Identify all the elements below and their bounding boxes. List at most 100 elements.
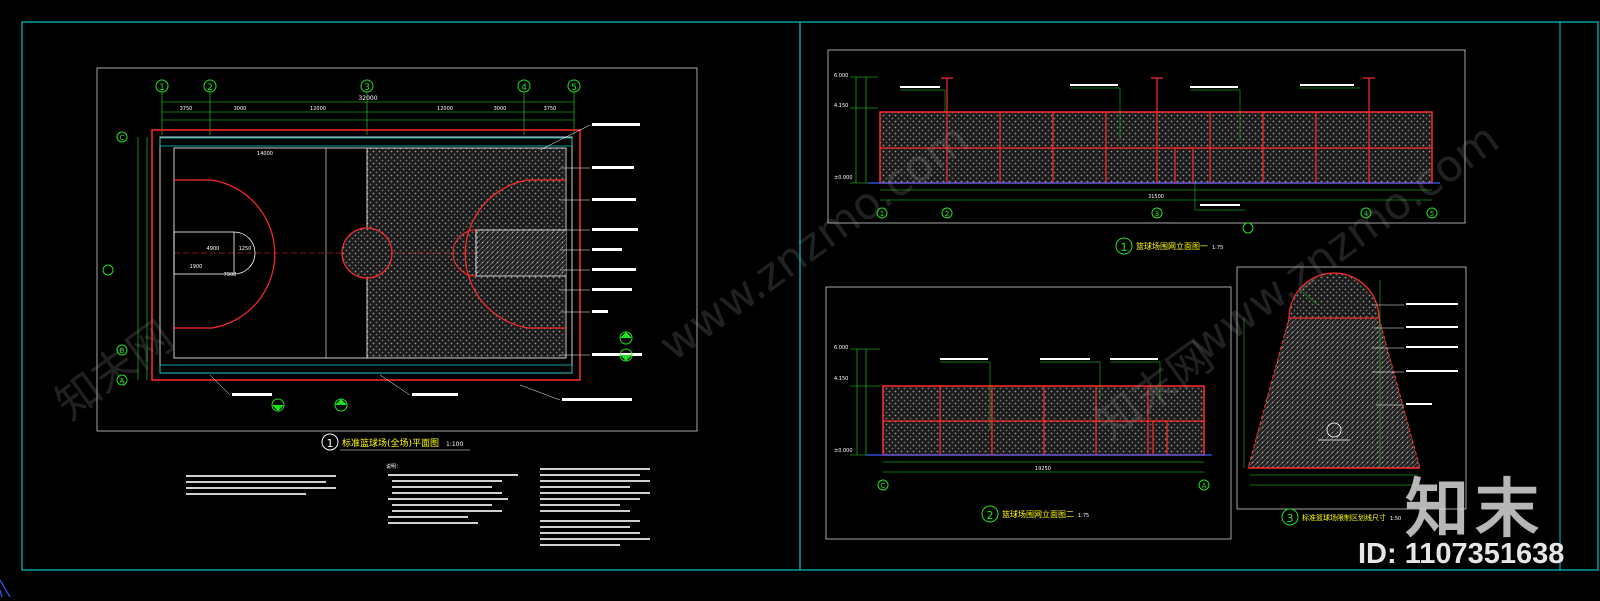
svg-text:1: 1 [1121,241,1128,254]
svg-text:1: 1 [327,437,334,450]
plan-scale: 1:100 [446,441,463,448]
axis-bubble-5: 5 [567,79,581,93]
center-circle [341,227,393,279]
svg-text:标准篮球场限制区划线尺寸: 标准篮球场限制区划线尺寸 [1302,513,1386,522]
svg-text:3000: 3000 [494,106,507,112]
svg-text:A: A [1202,482,1207,490]
svg-text:1:75: 1:75 [1078,513,1089,519]
plan-dimension-chain: 32000 3750 3000 12000 12000 3000 3750 [162,95,574,121]
brand-logo-text: 知末 [1405,473,1545,547]
elevation-1-dims [880,189,1432,201]
elevation-1-view: 6.000 4.150 ±0.000 [827,49,1466,255]
fence-posts-1 [880,77,1432,183]
svg-text:B: B [120,347,125,355]
svg-text:2: 2 [207,83,213,93]
svg-text:±0.000: ±0.000 [834,175,853,181]
svg-text:6.000: 6.000 [834,345,848,351]
ucs-icon [0,579,11,598]
total-dim-label: 32000 [358,95,377,102]
svg-text:C: C [120,134,125,142]
drain-channel-bottom [159,364,573,374]
svg-text:1900: 1900 [190,264,203,270]
axis-bubble-3: 3 [360,79,374,93]
detail-3-view: 3 标准篮球场限制区划线尺寸 1:50 [1236,266,1467,526]
three-point-line-right [464,179,566,329]
elevation-2-frame [825,286,1232,540]
svg-text:4: 4 [1364,210,1369,218]
fence-posts-2 [883,386,1204,455]
design-notes: 说明： [186,463,650,546]
svg-text:5: 5 [1430,210,1434,218]
svg-text:2: 2 [987,509,994,522]
svg-text:12000: 12000 [437,106,453,112]
plan-leader-callouts [209,124,591,401]
svg-text:3: 3 [1287,512,1294,525]
svg-text:12000: 12000 [310,106,326,112]
elevation-2-leaders [940,361,1161,430]
svg-text:14000: 14000 [257,151,273,157]
elevation-2-total-dim: 19250 [1035,466,1051,472]
elevation-1-frame [827,49,1466,224]
drain-channel-top [159,137,573,147]
plan-axis-bubbles: 1 2 3 4 5 [155,79,581,135]
svg-text:1:50: 1:50 [1390,516,1401,522]
svg-text:3750: 3750 [180,106,193,112]
svg-text:C: C [881,482,886,490]
sheet-frame [21,21,1599,571]
svg-text:5: 5 [571,83,577,93]
elevation-2-title: 2 篮球场围网立面图二 1:75 [981,505,1089,523]
elevation-2-axis-a [1198,479,1210,491]
axis-bubble-2: 2 [203,79,217,93]
svg-text:篮球场围网立面图一: 篮球场围网立面图一 [1136,241,1208,251]
svg-text:2: 2 [945,210,949,218]
section-markers [102,264,633,412]
plan-view: 1 2 3 4 5 32000 3750 3000 12000 12000 30… [96,67,698,546]
resource-id-label: ID: 1107351638 [1358,538,1565,570]
elevation-2-axis-c [877,479,889,491]
plan-side-axes: C B A [116,131,148,386]
svg-text:1: 1 [159,83,165,93]
detail-3-leaders [1372,304,1404,406]
free-throw-circle-left [233,231,256,275]
svg-text:篮球场围网立面图二: 篮球场围网立面图二 [1002,509,1074,519]
detail-3-title: 3 标准篮球场限制区划线尺寸 1:50 [1281,508,1401,526]
notes-heading: 说明： [386,463,401,470]
detail-3-frame [1236,266,1467,510]
three-point-line-left [174,179,276,329]
court-boundary [151,129,581,381]
svg-text:±0.000: ±0.000 [834,448,853,454]
axis-bubble-1: 1 [155,79,169,93]
plan-callout-text-blocks [232,123,642,401]
svg-text:4.150: 4.150 [834,103,848,109]
svg-text:4900: 4900 [207,246,220,252]
elevation-2-view: 6.000 4.150 ±0.000 19250 C A [825,286,1232,540]
plan-viewport-frame [96,67,698,432]
elevation-1-title: 1 篮球场围网立面图一 1:75 [1115,237,1223,255]
svg-text:6.000: 6.000 [834,73,848,79]
key-area-right [475,229,566,277]
elevation-2-dims [883,461,1204,473]
free-throw-circle-right [452,229,477,277]
axis-bubble-4: 4 [517,79,531,93]
svg-text:3: 3 [364,83,370,93]
svg-text:A: A [120,377,125,385]
key-area-left [173,231,235,275]
plan-title-text: 标准篮球场(全场)平面图 [342,437,439,449]
svg-text:7900: 7900 [224,272,237,278]
svg-text:1250: 1250 [239,246,252,252]
svg-text:3750: 3750 [544,106,557,112]
svg-text:4.150: 4.150 [834,376,848,382]
elevation-1-total-dim: 31500 [1148,194,1164,200]
svg-text:4: 4 [521,83,527,93]
elevation-1-leaders [900,87,1360,211]
svg-text:1:75: 1:75 [1212,245,1223,251]
detail-3-dims [1243,280,1418,486]
elevation-1-callout-text [900,84,1354,206]
elevation-1-axis-bubbles: 1 2 3 4 5 [876,207,1438,234]
plan-title: 1 标准篮球场(全场)平面图 1:100 [321,433,470,451]
svg-text:3: 3 [1155,210,1159,218]
basket-ring [1326,422,1342,438]
svg-text:1: 1 [880,210,884,218]
